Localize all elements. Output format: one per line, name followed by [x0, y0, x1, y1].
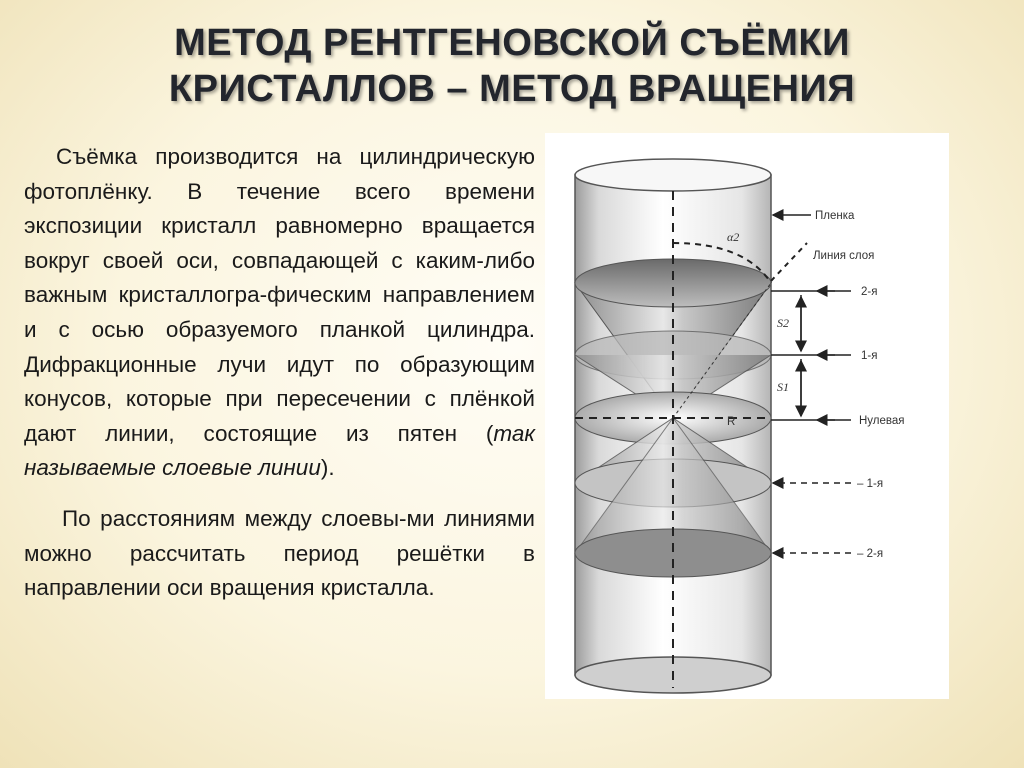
angle-arc [672, 242, 772, 284]
layer-line-pointer [770, 242, 808, 282]
label-layer-0: Нулевая [859, 415, 905, 427]
diffraction-ray [672, 282, 772, 419]
paragraph-2: По расстояниям между слоевы-ми линиями м… [24, 505, 535, 601]
label-layer-minus-1: – 1-я [857, 478, 883, 490]
label-arrows [771, 209, 851, 559]
paragraph-1-end: ). [320, 455, 335, 481]
title-line-1: МЕТОД РЕНТГЕНОВСКОЙ СЪЁМКИ [174, 22, 850, 64]
title-line-2: КРИСТАЛЛОВ – МЕТОД ВРАЩЕНИЯ [168, 68, 856, 110]
body-text: Съёмка производится на цилиндрическую фо… [24, 140, 535, 606]
rotation-method-diagram: R α2 S2 S1 Пленка [545, 133, 949, 699]
label-film: Пленка [815, 210, 855, 222]
label-layer-line: Линия слоя [813, 250, 874, 262]
slide-title: МЕТОД РЕНТГЕНОВСКОЙ СЪЁМКИ КРИСТАЛЛОВ – … [0, 20, 1024, 112]
paragraph-1-italic: так называемые слоевые линии [24, 420, 535, 481]
paragraph-1-text: Съёмка производится на цилиндрическую фо… [24, 144, 535, 446]
label-r: R [727, 416, 735, 428]
diagram-svg: R α2 S2 S1 Пленка [574, 158, 905, 694]
label-s2: S2 [777, 316, 789, 330]
label-layer-minus-2: – 2-я [857, 548, 883, 560]
label-layer-2: 2-я [861, 286, 877, 298]
label-layer-1: 1-я [861, 350, 877, 362]
paragraph-1: Съёмка производится на цилиндрическую фо… [24, 140, 535, 486]
label-alpha2: α2 [727, 230, 739, 244]
label-s1: S1 [777, 380, 789, 394]
